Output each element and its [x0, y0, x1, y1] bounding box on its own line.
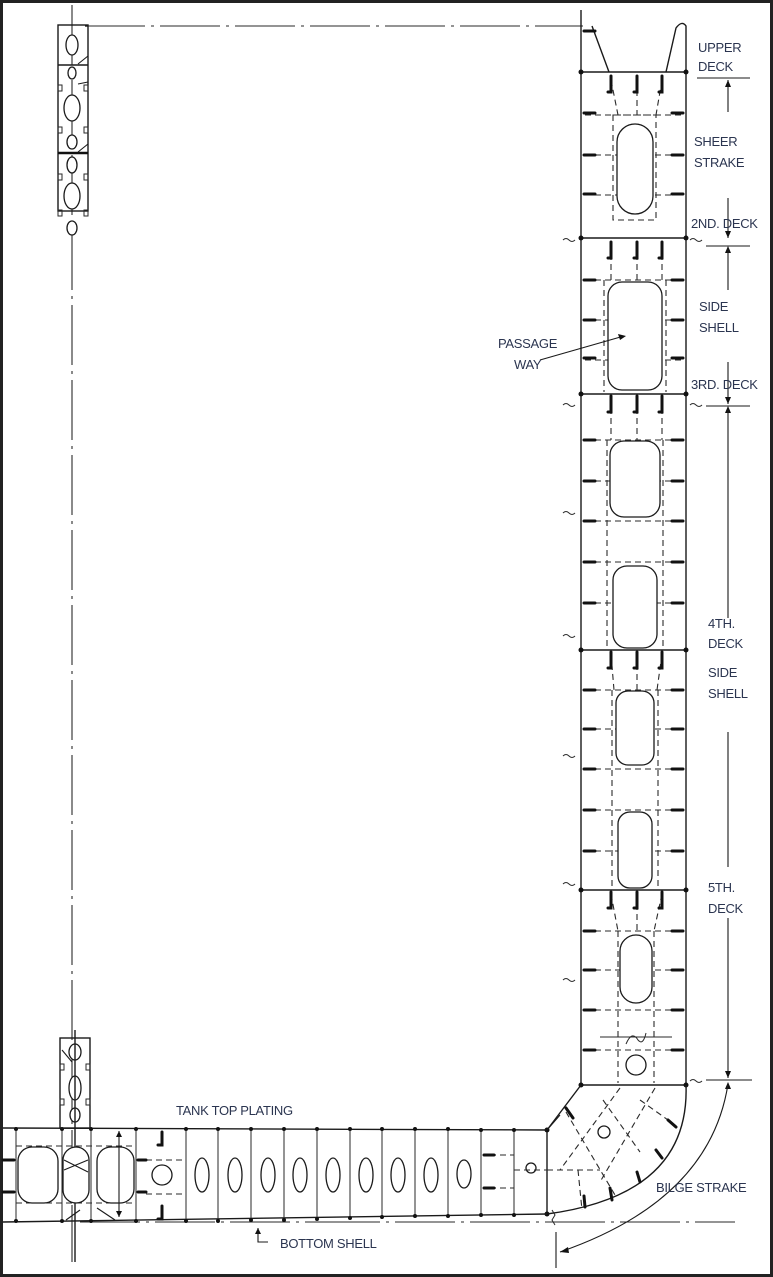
svg-text:3RD. DECK: 3RD. DECK	[691, 377, 758, 392]
svg-text:BILGE STRAKE: BILGE STRAKE	[656, 1180, 747, 1195]
svg-text:DECK: DECK	[708, 636, 744, 651]
svg-text:SHELL: SHELL	[699, 320, 739, 335]
dimension-lines	[555, 77, 752, 1268]
svg-text:SHELL: SHELL	[708, 686, 748, 701]
double-bottom	[1, 1030, 561, 1262]
svg-text:4TH.: 4TH.	[708, 616, 735, 631]
svg-text:SIDE: SIDE	[708, 665, 738, 680]
svg-text:2ND. DECK: 2ND. DECK	[691, 216, 758, 231]
svg-text:TANK TOP PLATING: TANK TOP PLATING	[176, 1103, 293, 1118]
passage-way-leader	[539, 335, 625, 361]
svg-text:DECK: DECK	[708, 901, 744, 916]
centerline-girder-top	[57, 24, 89, 236]
svg-text:DECK: DECK	[698, 59, 734, 74]
svg-text:5TH.: 5TH.	[708, 880, 735, 895]
centerlines	[71, 5, 735, 1262]
svg-text:SIDE: SIDE	[699, 299, 729, 314]
svg-text:SHEER: SHEER	[694, 134, 737, 149]
svg-text:PASSAGE: PASSAGE	[498, 336, 558, 351]
svg-text:UPPER: UPPER	[698, 40, 741, 55]
side-structure	[562, 10, 703, 1088]
bilge-section	[544, 1084, 687, 1226]
svg-text:BOTTOM SHELL: BOTTOM SHELL	[280, 1236, 377, 1251]
labels: UPPER DECK SHEER STRAKE 2ND. DECK SIDE S…	[176, 40, 759, 1251]
svg-text:STRAKE: STRAKE	[694, 155, 745, 170]
svg-text:WAY: WAY	[514, 357, 542, 372]
